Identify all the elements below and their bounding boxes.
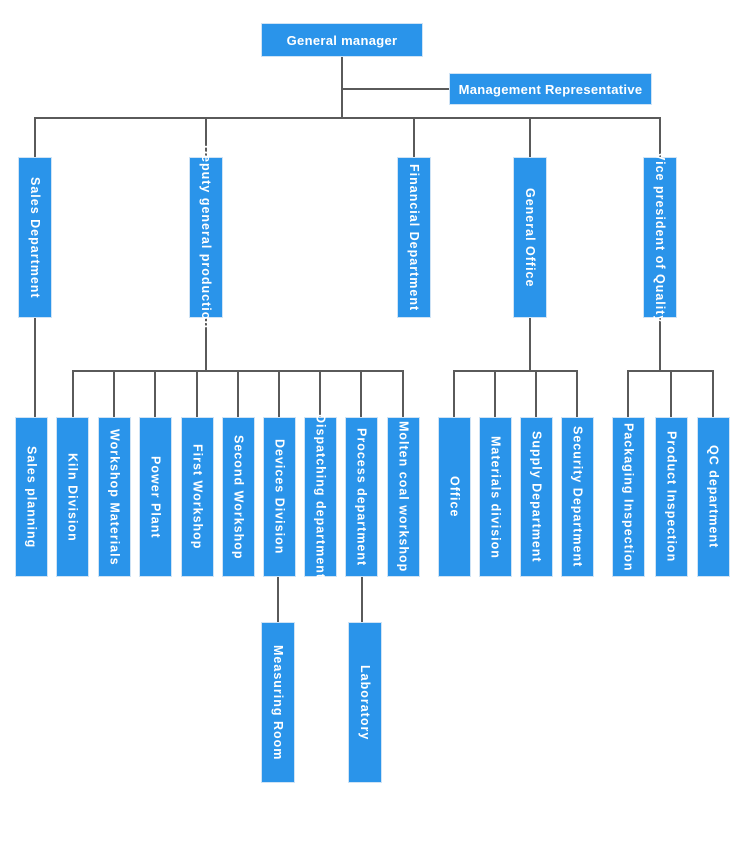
node-general-manager: General manager xyxy=(261,23,423,57)
connector-drop-office xyxy=(453,371,455,417)
node-measuring-room: Measuring Room xyxy=(261,622,295,783)
connector-drop-security xyxy=(576,371,578,417)
connector-drop-production xyxy=(205,117,207,157)
connector-drop-packaging xyxy=(627,371,629,417)
node-financial-department: Financial Department xyxy=(397,157,431,318)
connector-drop-first-workshop xyxy=(196,371,198,417)
connector-general-office-horizontal xyxy=(453,370,578,372)
node-supply-department: Supply Department xyxy=(520,417,553,577)
node-general-office: General Office xyxy=(513,157,547,318)
node-sales-planning: Sales planning xyxy=(15,417,48,577)
node-management-representative: Management Representative xyxy=(449,73,652,105)
node-materials-division: Materials division xyxy=(479,417,512,577)
connector-staff-horizontal xyxy=(342,88,449,90)
connector-drop-sales xyxy=(34,117,36,157)
node-label: Second Workshop xyxy=(231,434,246,560)
connector-drop-kiln xyxy=(72,371,74,417)
connector-production-vertical xyxy=(205,318,207,371)
node-label: Packaging Inspection xyxy=(621,422,636,572)
node-first-workshop: First Workshop xyxy=(181,417,214,577)
node-deputy-general-production: Deputy general production xyxy=(189,145,223,330)
node-label: Security Department xyxy=(570,426,585,568)
node-kiln-division: Kiln Division xyxy=(56,417,89,577)
connector-sales-to-child xyxy=(34,318,36,417)
node-label: Vice president of Quality xyxy=(653,151,667,324)
node-label: Supply Department xyxy=(529,431,544,563)
node-second-workshop: Second Workshop xyxy=(222,417,255,577)
connector-drop-power-plant xyxy=(154,371,156,417)
connector-drop-vice-president xyxy=(659,117,661,157)
node-sales-department: Sales Department xyxy=(18,157,52,318)
node-label: Laboratory xyxy=(358,664,372,741)
node-product-inspection: Product Inspection xyxy=(655,417,688,577)
connector-general-office-vertical xyxy=(529,318,531,371)
node-label: Deputy general production xyxy=(199,145,213,330)
node-label: Financial Department xyxy=(407,163,421,312)
connector-drop-process xyxy=(360,371,362,417)
connector-process-to-laboratory xyxy=(361,577,363,622)
connector-drop-molten-coal xyxy=(402,371,404,417)
node-office: Office xyxy=(438,417,471,577)
connector-drop-supply xyxy=(535,371,537,417)
node-laboratory: Laboratory xyxy=(348,622,382,783)
connector-drop-materials-division xyxy=(494,371,496,417)
connector-drop-general-office xyxy=(529,117,531,157)
node-label: Kiln Division xyxy=(65,452,80,542)
connector-quality-vertical xyxy=(659,318,661,371)
connector-drop-devices-division xyxy=(278,371,280,417)
connector-level2-horizontal xyxy=(34,117,661,119)
node-label: Process department xyxy=(354,427,369,567)
node-process-department: Process department xyxy=(345,417,378,577)
node-label: Workshop Materials xyxy=(107,428,122,566)
node-label: General Office xyxy=(523,187,537,288)
node-packaging-inspection: Packaging Inspection xyxy=(612,417,645,577)
node-label: Materials division xyxy=(488,435,503,559)
node-label: Power Plant xyxy=(148,455,163,539)
node-label: Product Inspection xyxy=(664,431,679,563)
node-power-plant: Power Plant xyxy=(139,417,172,577)
node-label: Molten coal workshop xyxy=(396,421,411,573)
node-devices-division: Devices Division xyxy=(263,417,296,577)
node-dispatching-department: Dispatching department xyxy=(304,414,337,580)
node-label: Measuring Room xyxy=(271,644,285,761)
connector-drop-product-inspection xyxy=(670,371,672,417)
node-label: QC department xyxy=(706,445,721,549)
node-label: Sales Department xyxy=(28,176,42,299)
node-label: Sales planning xyxy=(24,445,39,549)
connector-drop-workshop-materials xyxy=(113,371,115,417)
connector-drop-dispatching xyxy=(319,371,321,417)
node-security-department: Security Department xyxy=(561,417,594,577)
node-workshop-materials: Workshop Materials xyxy=(98,417,131,577)
node-label: Devices Division xyxy=(272,439,287,555)
node-qc-department: QC department xyxy=(697,417,730,577)
connector-drop-financial xyxy=(413,117,415,157)
connector-root-vertical xyxy=(341,57,343,118)
connector-devices-to-measuring xyxy=(277,577,279,622)
node-vice-president-of-quality: Vice president of Quality xyxy=(643,152,677,323)
node-molten-coal-workshop: Molten coal workshop xyxy=(387,417,420,577)
node-label: Office xyxy=(447,476,462,518)
connector-drop-qc xyxy=(712,371,714,417)
node-label: First Workshop xyxy=(190,444,205,550)
node-label: Dispatching department xyxy=(313,414,328,580)
connector-drop-second-workshop xyxy=(237,371,239,417)
